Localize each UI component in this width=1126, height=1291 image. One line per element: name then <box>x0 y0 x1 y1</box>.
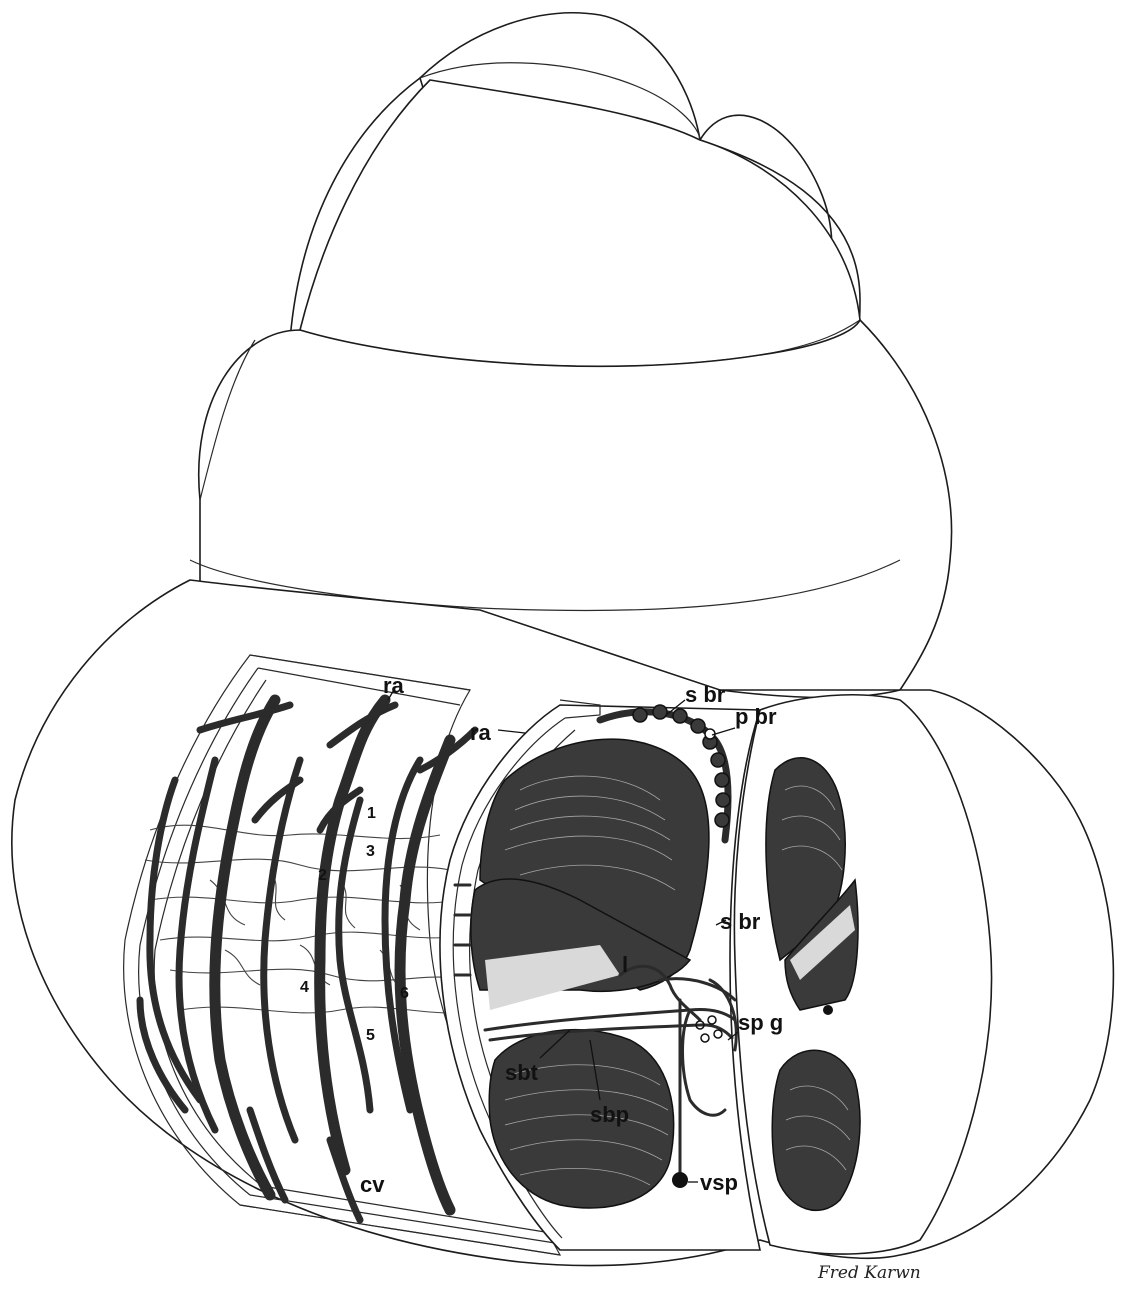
label-s-br-top: s br <box>685 682 726 707</box>
shell-spire <box>190 13 952 690</box>
label-sbt: sbt <box>505 1060 539 1085</box>
label-sp-g: sp g <box>738 1010 783 1035</box>
number-6: 6 <box>400 985 409 1002</box>
label-sbp: sbp <box>590 1102 629 1127</box>
label-vsp: vsp <box>700 1170 738 1195</box>
number-1: 1 <box>367 805 376 822</box>
artist-signature: Fred Karwn <box>817 1263 921 1283</box>
number-2: 2 <box>318 867 327 884</box>
number-4: 4 <box>300 979 309 996</box>
label-s-br-mid: s br <box>720 909 761 934</box>
label-p-br: p br <box>735 704 777 729</box>
label-ra-side: ra <box>470 720 492 745</box>
label-ra-top: ra <box>383 673 405 698</box>
operculum <box>734 695 991 1254</box>
number-3: 3 <box>366 843 375 860</box>
label-l: l <box>622 952 628 977</box>
number-5: 5 <box>366 1027 375 1044</box>
label-cv: cv <box>360 1172 385 1197</box>
